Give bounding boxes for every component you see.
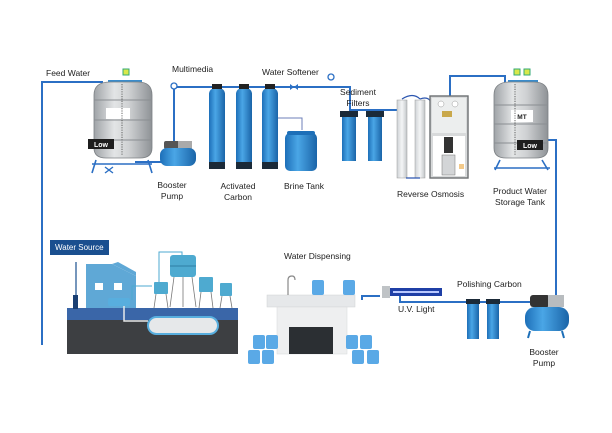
multimedia-vessel [209,84,225,169]
activated-carbon-vessel [236,84,252,169]
label-water-softener: Water Softener [262,67,319,77]
pipe-uv-to-dispense [361,295,380,300]
label-sediment-filters-2: Filters [346,98,370,108]
brine-tank [285,131,317,171]
label-polishing-carbon: Polishing Carbon [457,279,522,289]
label-product-water-1: Product Water [492,186,547,196]
pipe-product-to-booster [548,139,557,300]
label-booster-pump-bottom-2: Pump [532,358,556,368]
sediment-filters [340,111,384,161]
softener-valve-icon [290,84,298,90]
label-booster-pump-top-1: Booster [157,180,187,190]
water-softener-vessel [262,84,278,169]
label-water-dispensing: Water Dispensing [284,251,351,261]
pipe-booster-to-polishing [385,294,530,303]
pipe-source-to-feed [41,81,103,345]
label-sediment-filters-1: Sediment [340,87,376,97]
pipes [41,75,557,345]
pipe-ro-to-product [449,75,506,98]
water-dispensing-station [248,275,379,364]
label-booster-pump-top-2: Pump [160,191,184,201]
booster-pump-bottom [525,295,569,339]
water-source-scene [67,251,238,354]
label-multimedia: Multimedia [172,64,214,74]
label-reverse-osmosis: Reverse Osmosis [397,189,465,199]
filter-vessels [209,84,317,171]
uv-light-unit [382,286,442,298]
reverse-osmosis-unit [396,94,469,179]
booster-pump-top [160,141,196,166]
label-brine-tank: Brine Tank [284,181,325,191]
water-source-tag: Water Source [50,240,109,255]
label-product-water-2: Storage Tank [495,197,545,207]
feed-level-text: Low [94,142,109,149]
label-booster-pump-bottom-1: Booster [529,347,559,357]
polishing-carbon-filters [466,299,500,339]
product-level-text: Low [523,143,538,150]
pipe-booster-to-multimedia [173,86,402,145]
label-feed-water: Feed Water [46,68,91,78]
multimedia-inlet-icon [170,82,178,90]
product-water-tank: MT Low [493,68,550,171]
label-activated-carbon-2: Carbon [224,192,252,202]
sediment-inlet-icon [327,73,335,81]
label-uv-light: U.V. Light [398,304,435,314]
label-activated-carbon-1: Activated [220,181,256,191]
product-tag-text: MT [517,114,526,121]
feed-water-tank: Low [88,68,153,174]
pipe-softener-to-brine [275,117,303,130]
